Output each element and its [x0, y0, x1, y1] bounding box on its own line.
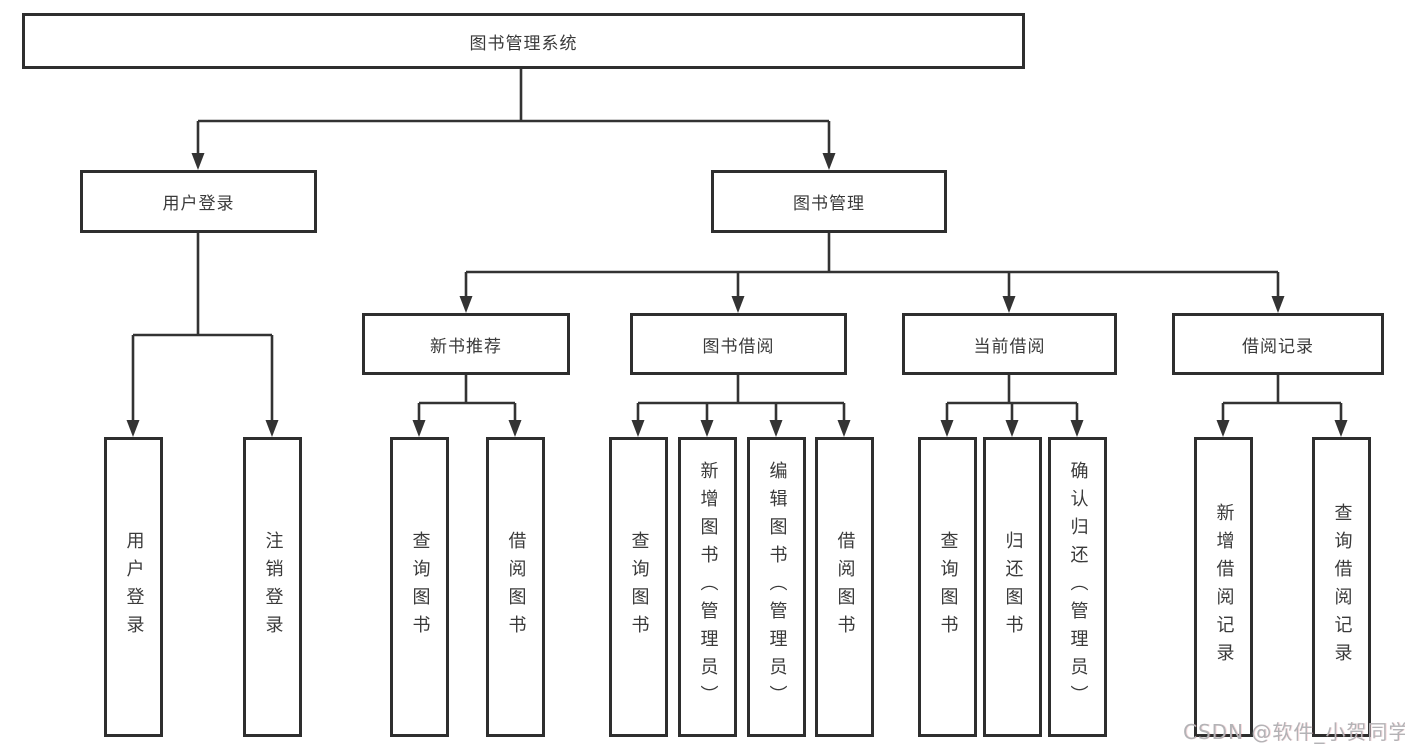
- node-label: 图书借阅: [702, 336, 775, 357]
- leaf-edit-books-admin: 编辑图书（管理员）: [747, 437, 806, 737]
- node-borrowing-records: 借阅记录: [1172, 313, 1384, 375]
- node-label: 新增图书（管理员）: [697, 461, 719, 713]
- node-label: 编辑图书（管理员）: [766, 461, 788, 713]
- node-current-borrowing: 当前借阅: [902, 313, 1117, 375]
- leaf-borrow-books-recommend: 借阅图书: [486, 437, 545, 737]
- node-label: 图书管理系统: [469, 33, 578, 54]
- node-label: 当前借阅: [973, 336, 1046, 357]
- node-label: 注销登录: [262, 531, 284, 643]
- csdn-watermark: CSDN @软件_小贺同学: [1183, 720, 1405, 744]
- leaf-query-books-borrow: 查询图书: [609, 437, 668, 737]
- node-user-login: 用户登录: [80, 170, 317, 233]
- node-system-root: 图书管理系统: [22, 13, 1025, 69]
- leaf-add-borrow-record: 新增借阅记录: [1194, 437, 1253, 737]
- node-book-management: 图书管理: [711, 170, 947, 233]
- node-label: 查询图书: [937, 531, 959, 643]
- leaf-query-books-recommend: 查询图书: [390, 437, 449, 737]
- node-new-book-recommendation: 新书推荐: [362, 313, 570, 375]
- node-label: 新增借阅记录: [1213, 503, 1235, 671]
- node-label: 借阅记录: [1242, 336, 1314, 357]
- node-label: 新书推荐: [430, 336, 502, 357]
- node-label: 用户登录: [123, 531, 145, 643]
- leaf-query-borrow-record: 查询借阅记录: [1312, 437, 1371, 737]
- node-label: 借阅图书: [834, 531, 856, 643]
- leaf-logout: 注销登录: [243, 437, 302, 737]
- node-label: 查询图书: [409, 531, 431, 643]
- node-label: 用户登录: [162, 194, 235, 214]
- leaf-confirm-return-admin: 确认归还（管理员）: [1048, 437, 1107, 737]
- leaf-borrow-books: 借阅图书: [815, 437, 874, 737]
- node-label: 图书管理: [793, 194, 865, 214]
- leaf-query-books-current: 查询图书: [918, 437, 977, 737]
- node-label: 查询图书: [628, 531, 650, 643]
- node-label: 借阅图书: [505, 531, 527, 643]
- node-label: 查询借阅记录: [1331, 503, 1353, 671]
- leaf-return-books: 归还图书: [983, 437, 1042, 737]
- node-book-borrowing: 图书借阅: [630, 313, 847, 375]
- leaf-user-login: 用户登录: [104, 437, 163, 737]
- node-label: 归还图书: [1002, 531, 1024, 643]
- node-label: 确认归还（管理员）: [1067, 461, 1089, 713]
- leaf-add-books-admin: 新增图书（管理员）: [678, 437, 737, 737]
